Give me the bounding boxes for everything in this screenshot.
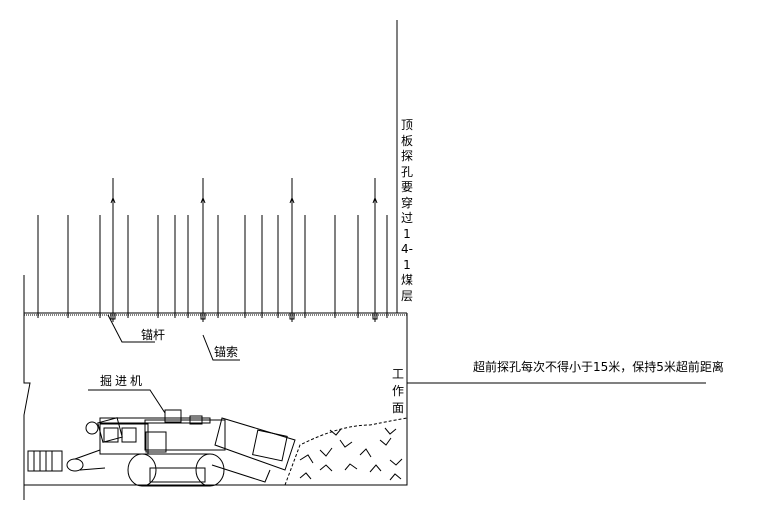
- coal-rubble-pile: [284, 417, 408, 486]
- roadheader-leader: [88, 389, 166, 414]
- anchor-cable-arrow-icon: [372, 196, 378, 204]
- anchor-cable-label: 锚索: [214, 345, 239, 359]
- anchor-cable-arrow-icon: [289, 196, 295, 204]
- anchor-cable-plate: [110, 312, 116, 320]
- anchor-cable-arrow-icon: [200, 196, 206, 204]
- anchor-bolt-leader: [107, 314, 155, 343]
- anchor-cable-leader: [202, 334, 240, 361]
- anchor-bolts: [37, 178, 388, 322]
- advance-note-label: 超前探孔每次不得小于15米，保持5米超前距离: [473, 360, 724, 374]
- anchor-cable-arrow-icon: [110, 196, 116, 204]
- anchor-cable-plate: [200, 312, 206, 320]
- anchor-bolt-label: 锚杆: [141, 328, 166, 342]
- roadheader-label: 掘进机: [100, 374, 146, 388]
- roof-probe-label: 顶板探孔要穿过14-1煤层: [400, 118, 413, 303]
- anchor-cable-plate: [289, 312, 295, 320]
- left-wall-line: [23, 275, 31, 500]
- anchor-cable-plate: [372, 312, 378, 320]
- work-face-label: 工作面: [391, 367, 404, 415]
- roadheader-machine: [27, 409, 296, 487]
